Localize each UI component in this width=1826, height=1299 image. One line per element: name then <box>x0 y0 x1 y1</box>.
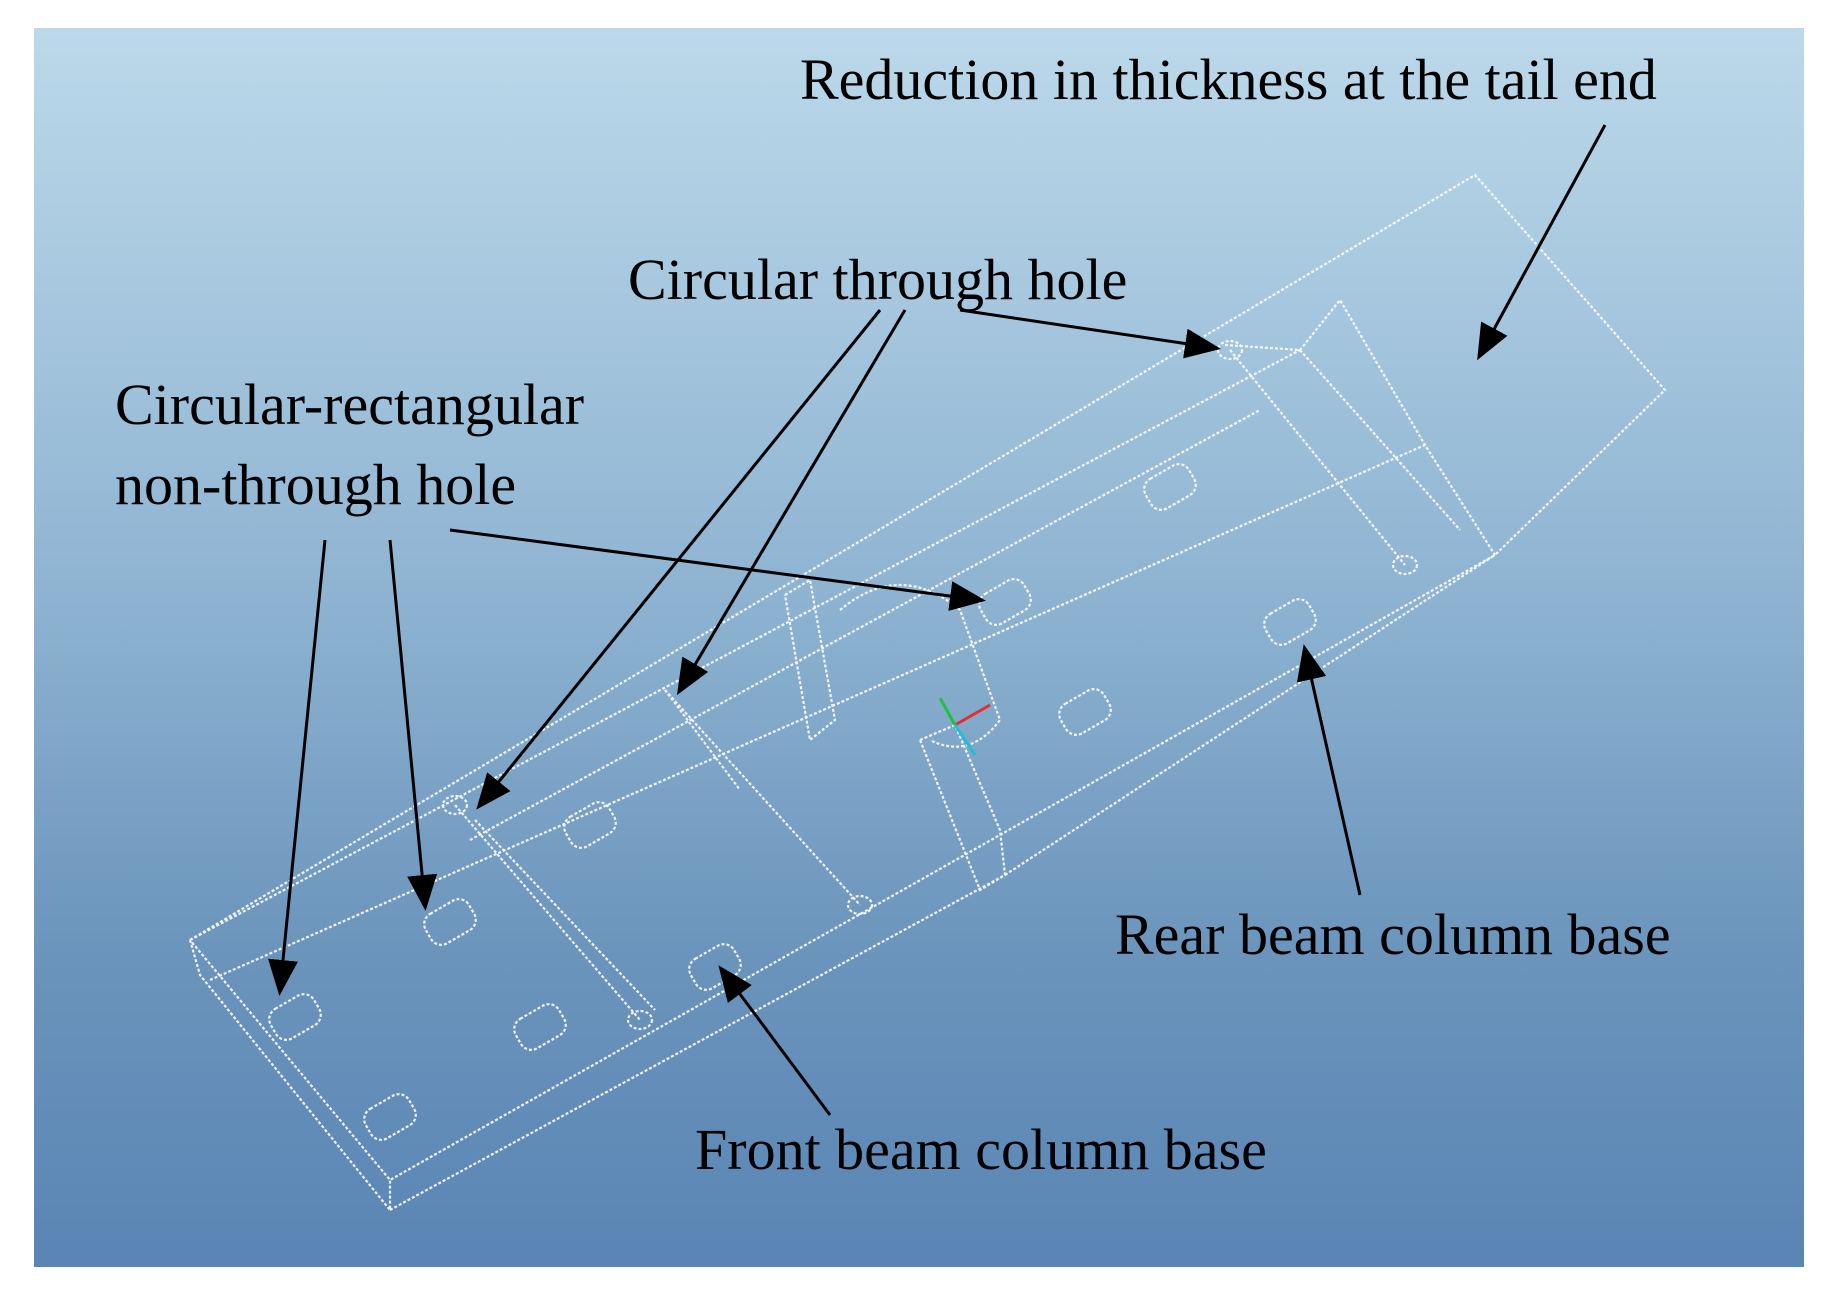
bottom-edge <box>389 874 1006 1211</box>
axis-y <box>938 697 957 726</box>
arrow-through-hole-b <box>476 309 882 810</box>
arrow-front-base <box>718 965 832 1116</box>
middle-bracket-left <box>783 578 837 743</box>
column-base-hole-2 <box>363 1093 417 1141</box>
axis-triad <box>938 697 991 756</box>
bottom-chamfer <box>1004 554 1496 876</box>
hole-cylinder-2 <box>664 689 861 906</box>
arrow-tail-end <box>1477 124 1607 361</box>
hole-end-2 <box>626 1009 654 1031</box>
hole-end-5 <box>1391 554 1419 576</box>
label-circ-rect-line1: Circular-rectangular <box>115 372 585 437</box>
inner-line-2 <box>189 349 1301 941</box>
middle-bracket-arc <box>839 584 1002 748</box>
annotation-arrows <box>268 124 1607 1116</box>
label-circular-through-hole: Circular through hole <box>628 247 1128 312</box>
column-base-hole-1 <box>268 993 322 1041</box>
arrow-through-hole-c <box>676 309 907 696</box>
hole-end-3 <box>846 894 874 916</box>
top-face-edge <box>189 173 1667 1182</box>
column-base-hole-9 <box>1143 463 1197 511</box>
front-thickness-edge <box>188 939 392 1214</box>
beam-wireframe <box>188 173 1667 1214</box>
column-base-hole-4 <box>513 1003 567 1051</box>
cad-viewport <box>34 28 1804 1267</box>
arrow-through-hole-a <box>959 308 1221 359</box>
hole-cylinder-1 <box>454 804 641 1021</box>
arrow-rear-base <box>1296 644 1362 896</box>
front-plate-line <box>664 689 741 791</box>
arrow-circ-rect-c <box>449 528 986 611</box>
tail-step <box>1224 298 1496 556</box>
label-front-base: Front beam column base <box>695 1117 1267 1182</box>
column-base-hole-10 <box>1263 598 1317 646</box>
arrow-circ-rect-b <box>388 539 438 911</box>
column-base-hole-6 <box>688 943 742 991</box>
arrow-circ-rect-a <box>268 539 327 996</box>
axis-z <box>953 724 977 756</box>
hole-cylinder-3 <box>1229 349 1406 566</box>
column-base-hole-8 <box>1058 688 1112 736</box>
column-base-hole-3 <box>423 898 477 946</box>
front-plate-line-2 <box>474 819 656 1011</box>
hole-end-1 <box>441 794 469 816</box>
label-tail-end: Reduction in thickness at the tail end <box>800 47 1657 112</box>
column-base-hole-5 <box>563 801 617 849</box>
middle-bracket-right <box>918 723 1007 892</box>
tail-step-vertical <box>1299 349 1461 531</box>
inner-line-3 <box>469 409 1261 841</box>
axis-x <box>954 703 991 727</box>
label-rear-base: Rear beam column base <box>1115 902 1671 967</box>
column-base-hole-7 <box>978 578 1032 626</box>
label-circ-rect-line2: non-through hole <box>115 452 517 517</box>
